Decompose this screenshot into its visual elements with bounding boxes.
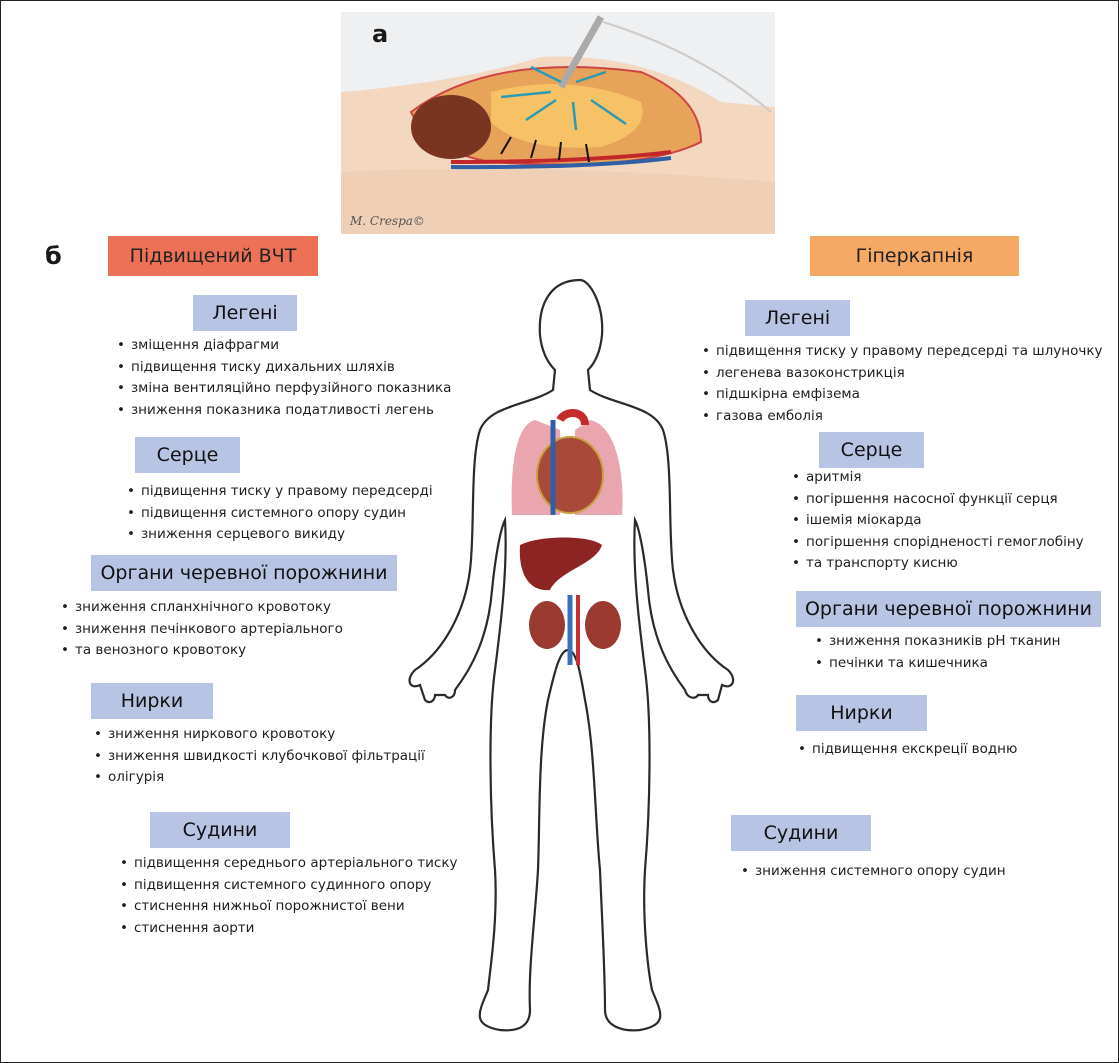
left-section-kidneys-list: зниження ниркового кровотоку зниження шв… [94,724,425,789]
left-section-abdominal-header: Органи черевної порожнини [91,555,397,591]
right-section-abdominal-list: зниження показників pH тканин печінки та… [815,631,1060,674]
right-section-vessels-list: зниження системного опору судин [741,861,1006,883]
panel-a-illustration [341,12,775,234]
body-outline [408,278,735,1032]
right-section-lungs-header: Легені [745,300,850,336]
list-item: погіршення спорідненості гемоглобіну [792,532,1084,554]
human-body-figure [390,270,770,1050]
category-hypercapnia: Гіперкапнія [810,236,1019,276]
right-section-heart-list: аритмія погіршення насосної функції серц… [792,467,1084,575]
list-item: газова емболія [702,406,1102,428]
list-item: підвищення тиску у правому передсерді [127,481,433,503]
list-item: зниження печінкового артеріального [61,619,343,641]
list-item: зниження системного опору судин [741,861,1006,883]
list-item: зниження показників pH тканин [815,631,1060,653]
laparoscopy-illustration [341,12,775,234]
list-item: стиснення нижньої порожнистої вени [120,896,457,918]
list-item: олігурія [94,767,425,789]
heart-icon [536,436,604,514]
left-section-vessels-header: Судини [150,812,290,848]
list-item: зниження показника податливості легень [117,400,451,422]
right-section-kidneys-header: Нирки [796,695,927,731]
list-item: та транспорту кисню [792,553,1084,575]
list-item: аритмія [792,467,1084,489]
panel-a-label: a [372,20,389,48]
list-item: підвищення тиску дихальних шляхів [117,357,451,379]
left-section-vessels-list: підвищення середнього артеріального тиск… [120,853,457,939]
list-item: зниження ниркового кровотоку [94,724,425,746]
left-section-lungs-header: Легені [193,295,297,331]
list-item: підвищення середнього артеріального тиск… [120,853,457,875]
right-section-vessels-header: Судини [731,815,871,851]
illustration-credit: M. Crespa© [350,214,425,228]
list-item: підвищення тиску у правому передсерді та… [702,341,1102,363]
kidney-left-icon [529,601,565,649]
list-item: зниження серцевого викиду [127,524,433,546]
list-item: підвищення системного опору судин [127,503,433,525]
list-item: погіршення насосної функції серця [792,489,1084,511]
list-item: підшкірна емфізема [702,384,1102,406]
list-item: підвищення екскреції водню [798,739,1017,761]
panel-b-label: б [45,242,62,270]
liver-icon [519,537,602,591]
list-item: стиснення аорти [120,918,457,940]
left-section-heart-header: Серце [135,437,240,473]
right-section-heart-header: Серце [819,432,924,468]
list-item: та венозного кровотоку [61,640,343,662]
list-item: зміщення діафрагми [117,335,451,357]
category-raised-iap: Підвищений ВЧТ [108,236,318,276]
list-item: підвищення системного судинного опору [120,875,457,897]
right-section-kidneys-list: підвищення екскреції водню [798,739,1017,761]
list-item: зміна вентиляційно перфузійного показник… [117,378,451,400]
list-item: печінки та кишечника [815,653,1060,675]
right-section-abdominal-header: Органи черевної порожнини [796,591,1101,627]
kidney-right-icon [585,601,621,649]
left-section-heart-list: підвищення тиску у правому передсерді пі… [127,481,433,546]
left-section-kidneys-header: Нирки [91,683,213,719]
list-item: зниження швидкості клубочкової фільтраці… [94,746,425,768]
left-section-abdominal-list: зниження спланхнічного кровотоку зниженн… [61,597,343,662]
list-item: ішемія міокарда [792,510,1084,532]
list-item: зниження спланхнічного кровотоку [61,597,343,619]
list-item: легенева вазоконстрикція [702,363,1102,385]
left-section-lungs-list: зміщення діафрагми підвищення тиску диха… [117,335,451,421]
right-section-lungs-list: підвищення тиску у правому передсерді та… [702,341,1102,427]
